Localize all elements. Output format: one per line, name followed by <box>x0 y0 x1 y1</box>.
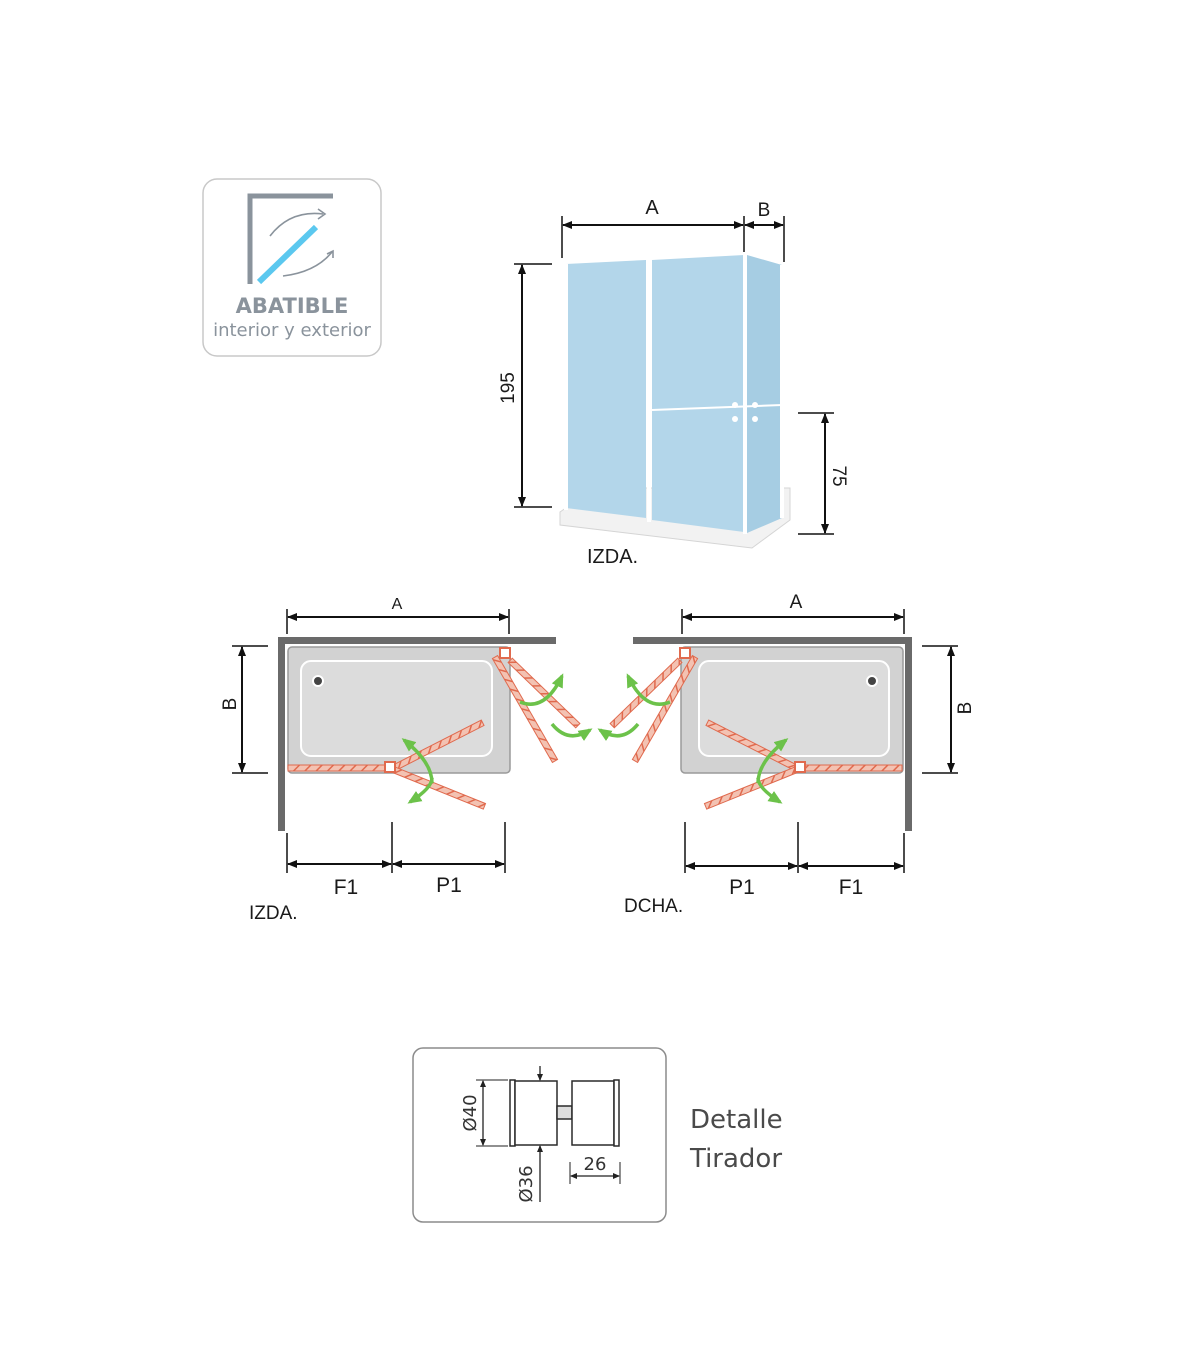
wall-side <box>278 637 285 831</box>
plan-left-dim-a: A <box>392 596 403 613</box>
doors <box>287 647 581 810</box>
handle-detail-label-1: Detalle <box>690 1105 783 1135</box>
plan-right-dim-b: B <box>955 702 976 715</box>
handle-knob-icon <box>509 1079 620 1147</box>
tray-basin <box>698 660 890 757</box>
door-panel <box>652 255 744 532</box>
elevation-dim-a: A <box>645 197 659 219</box>
side-panel <box>747 255 782 533</box>
handle-level-line <box>651 404 783 411</box>
badge-subtitle: interior y exterior <box>213 320 371 341</box>
swing-arrows <box>401 673 593 804</box>
plan-right: A B P1 F1 DCHA. <box>597 592 976 917</box>
plan-right-dim-p1: P1 <box>729 876 755 899</box>
plan-left-dim-f1: F1 <box>334 876 359 899</box>
swing-door-icon <box>247 193 334 285</box>
drain-icon <box>866 675 878 687</box>
handle-dim-depth: 26 <box>584 1154 607 1175</box>
elevation-caption: IZDA. <box>587 546 638 568</box>
handle-dim-outer: Ø40 <box>460 1094 481 1131</box>
fixed-panel <box>566 260 646 518</box>
wall-side <box>905 637 912 831</box>
handle-detail: Ø40 Ø36 26 <box>412 1047 667 1223</box>
plan-right-caption: DCHA. <box>624 896 683 917</box>
plan-left-caption: IZDA. <box>249 903 298 924</box>
elevation-dim-handle-height: 75 <box>828 465 849 486</box>
plan-left: A B F1 P1 IZDA. <box>220 596 593 924</box>
swing-type-badge: ABATIBLE interior y exterior <box>202 178 382 357</box>
swing-arrows <box>597 673 789 804</box>
shower-elevation: A B 195 75 IZDA. <box>498 197 849 568</box>
handle-detail-label-2: Tirador <box>689 1144 782 1174</box>
plan-right-dim-a: A <box>790 592 803 613</box>
wall-back <box>633 637 912 644</box>
badge-title: ABATIBLE <box>236 294 349 318</box>
handle-dim-inner: Ø36 <box>516 1165 537 1202</box>
drain-icon <box>312 675 324 687</box>
wall-back <box>278 637 556 644</box>
handle-knobs <box>732 402 758 422</box>
doors <box>609 647 903 810</box>
tray-basin <box>300 660 493 757</box>
plan-right-dim-f1: F1 <box>839 876 864 899</box>
plan-left-dim-b: B <box>220 698 241 711</box>
elevation-dim-height: 195 <box>498 372 519 404</box>
elevation-dim-b: B <box>758 200 771 221</box>
plan-left-dim-p1: P1 <box>436 874 462 897</box>
